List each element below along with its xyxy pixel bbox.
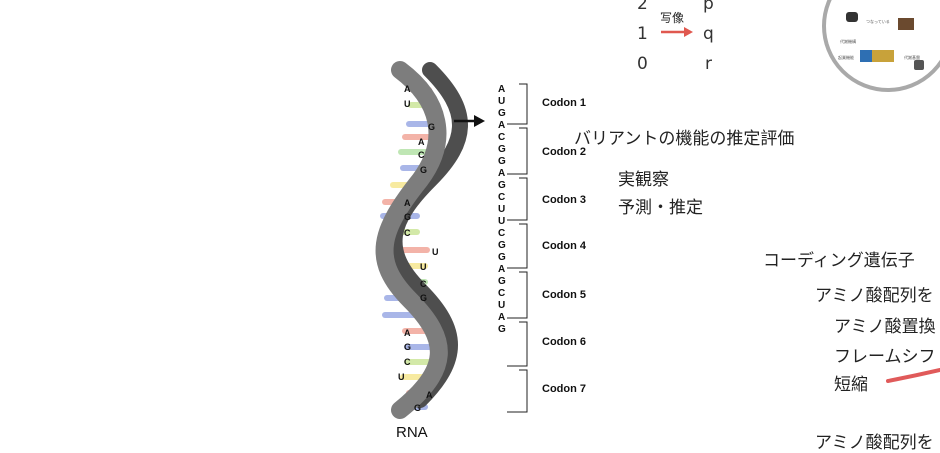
- sequence-base: C: [498, 192, 506, 203]
- codon-label: Codon 3: [542, 194, 586, 206]
- codon-label: Codon 2: [542, 146, 586, 158]
- sequence-base: G: [498, 108, 506, 119]
- sequence-base: G: [498, 180, 506, 191]
- sequence-base: G: [498, 276, 506, 287]
- codomain-item: r: [705, 54, 712, 74]
- helix-base-label: U: [404, 99, 411, 109]
- pointer-arrow-icon: [454, 115, 485, 127]
- sequence-base: G: [498, 252, 506, 263]
- domain-item: 0: [637, 54, 648, 74]
- helix-base-label: G: [420, 165, 428, 175]
- codon-label: Codon 7: [542, 383, 586, 395]
- sequence-base: C: [498, 288, 506, 299]
- thumbnail-photo: [898, 18, 914, 30]
- red-stroke-line: [886, 368, 940, 383]
- notes-item[interactable]: 予測・推定: [618, 198, 703, 218]
- helix-base-label: A: [404, 84, 411, 94]
- mapping-arrow-icon: [661, 27, 693, 37]
- sequence-base: U: [498, 216, 506, 227]
- thumbnail-circle[interactable]: つなっている 代謝機構 起業機能 代謝基盤: [822, 0, 940, 92]
- helix-base-label: C: [404, 357, 411, 367]
- helix-base-label: G: [404, 342, 412, 352]
- helix-base-label: C: [420, 279, 427, 289]
- thumbnail-label: 代謝基盤: [904, 55, 920, 60]
- sequence-base: G: [498, 156, 506, 167]
- sequence-base: C: [498, 228, 506, 239]
- sequence-base: U: [498, 300, 506, 311]
- helix-base-label: A: [404, 198, 411, 208]
- codon-label: Codon 5: [542, 289, 586, 301]
- thumbnail-photo: [872, 50, 894, 62]
- sequence-base: A: [498, 312, 506, 323]
- codon-label: Codon 1: [542, 97, 586, 109]
- sequence-base: A: [498, 84, 506, 95]
- figure-caption: RNA: [396, 424, 428, 441]
- mapping-label: 写像: [660, 11, 685, 25]
- sequence-base: U: [498, 204, 506, 215]
- helix-base-label: G: [414, 403, 422, 413]
- sequence-base: A: [498, 264, 506, 275]
- thumbnail-icon: [914, 60, 924, 70]
- helix-base-label: U: [398, 372, 405, 382]
- sequence-base: A: [498, 168, 506, 179]
- helix-base-label: A: [404, 328, 411, 338]
- mindmap-node[interactable]: 短縮: [834, 375, 868, 395]
- sequence-base: U: [498, 96, 506, 107]
- helix-strand-front: [375, 61, 448, 419]
- thumbnail-label: つなっている: [866, 19, 890, 24]
- domain-item: 1: [637, 24, 648, 44]
- codomain-item: p: [703, 0, 714, 14]
- helix-base-label: A: [426, 390, 433, 400]
- helix-base-label: U: [432, 247, 439, 257]
- sequence-base: A: [498, 120, 506, 131]
- helix-base-label: G: [420, 293, 428, 303]
- notes-item[interactable]: 実観察: [618, 170, 669, 190]
- rna-sequence: A U G A C G G A G C U U C G G A G C U A …: [498, 84, 510, 336]
- thumbnail-label: 代謝機構: [840, 39, 856, 44]
- sequence-base: G: [498, 240, 506, 251]
- helix-base-label: A: [418, 137, 425, 147]
- sequence-base: G: [498, 324, 506, 335]
- sequence-base: G: [498, 144, 506, 155]
- mindmap-root[interactable]: コーディング遺伝子: [763, 251, 915, 271]
- codon-brackets: [507, 83, 528, 413]
- thumbnail-label: 起業機能: [838, 55, 854, 60]
- rna-helix: [375, 61, 468, 419]
- mindmap-node[interactable]: アミノ酸配列を: [815, 286, 934, 306]
- helix-base-label: G: [404, 212, 412, 222]
- helix-base-label: U: [420, 262, 427, 272]
- codomain-item: q: [703, 24, 714, 44]
- mindmap-node[interactable]: アミノ酸置換: [834, 317, 936, 337]
- mindmap-node[interactable]: アミノ酸配列を: [815, 433, 934, 453]
- helix-base-label: G: [428, 122, 436, 132]
- codon-label: Codon 4: [542, 240, 586, 252]
- helix-base-label: C: [404, 228, 411, 238]
- thumbnail-icon: [846, 12, 858, 22]
- notes-title[interactable]: バリアントの機能の推定評価: [574, 129, 795, 149]
- mindmap-node[interactable]: フレームシフ: [834, 347, 936, 367]
- sequence-base: C: [498, 132, 506, 143]
- thumbnail-photo: [860, 50, 872, 62]
- helix-base-label: C: [418, 150, 425, 160]
- codon-label: Codon 6: [542, 336, 586, 348]
- domain-item: 2: [637, 0, 648, 14]
